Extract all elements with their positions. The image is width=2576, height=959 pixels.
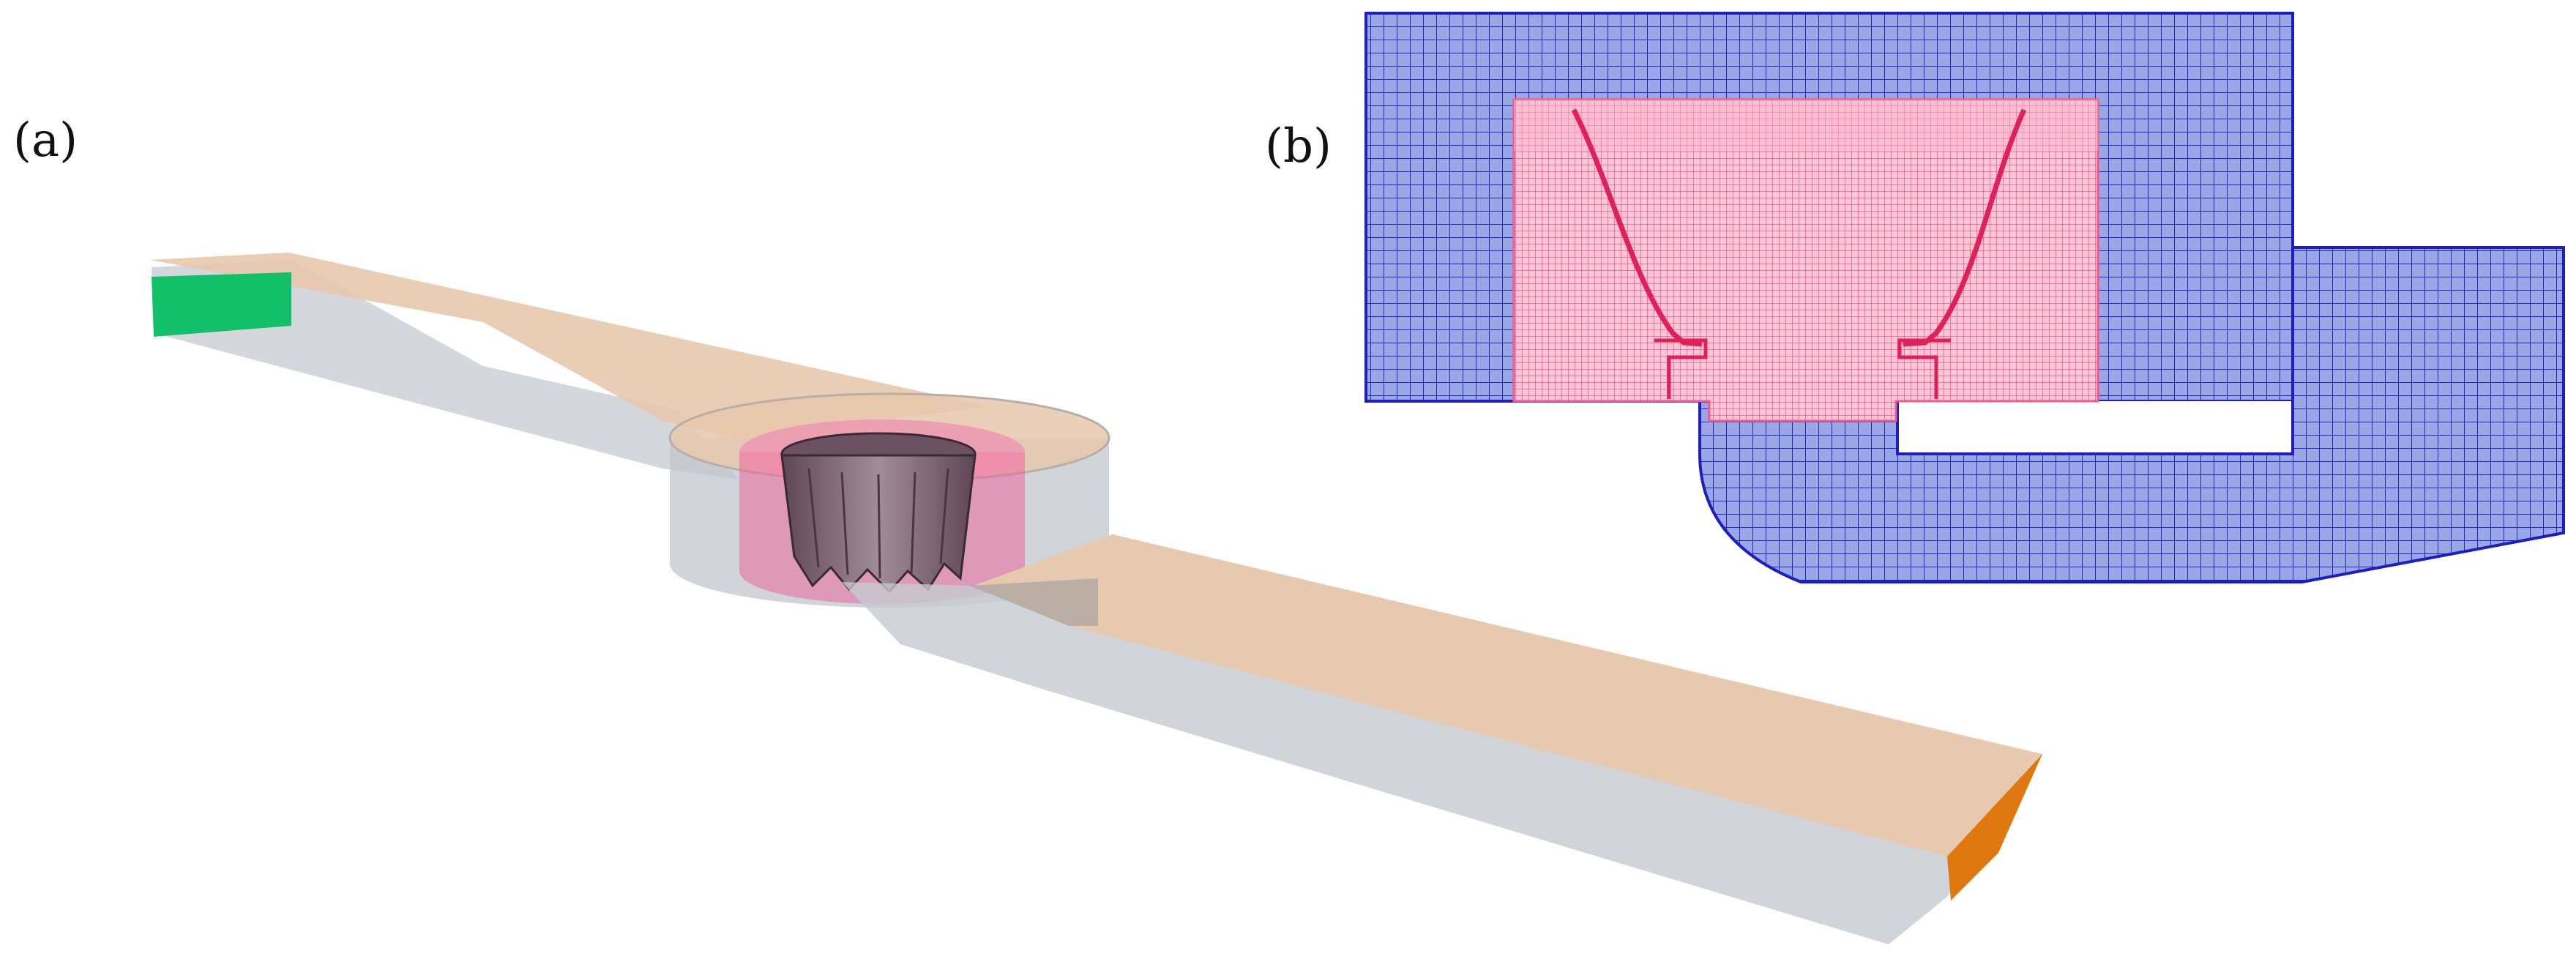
runner-blade-left <box>1571 108 1703 347</box>
inlet-face <box>152 272 291 337</box>
upstream-channel-top <box>150 253 988 439</box>
panel-label-a: (a) <box>13 113 78 168</box>
mesh-draft-channel <box>1698 246 2565 583</box>
panel-a-geometry <box>150 253 2042 944</box>
panel-b-mesh <box>1364 12 2565 583</box>
mesh-gap <box>1897 401 2293 454</box>
panel-label-b: (b) <box>1265 119 1332 173</box>
upstream-channel-side <box>152 260 739 480</box>
runner-hub-left <box>1654 338 1708 399</box>
downstream-channel-top <box>974 534 2042 857</box>
mesh-refined-inner-top <box>1514 100 2098 151</box>
runner-blade-lines <box>807 468 949 579</box>
outlet-face <box>1947 754 2042 900</box>
runner-hub-right <box>1897 338 1951 399</box>
runner-blade-right <box>1903 108 2027 347</box>
draft-tube-joint <box>970 578 1098 626</box>
mesh-gap-outline <box>1896 401 2294 455</box>
